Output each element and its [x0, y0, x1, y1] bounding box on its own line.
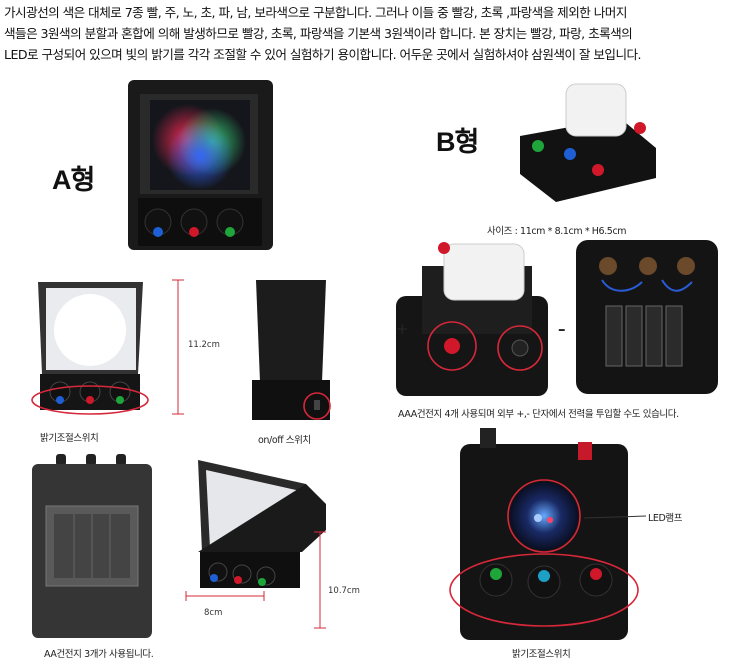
photo-b-terminals: [396, 242, 548, 396]
aa-note: AA건전지 3개가 사용됩니다.: [44, 649, 154, 660]
photo-a-battery-compartment: [32, 454, 152, 638]
brightness-label-a: 밝기조절스위치: [40, 433, 99, 444]
height2-dimension-line: [314, 531, 326, 629]
photo-a-perspective: [198, 460, 326, 588]
led-label: LED램프: [648, 513, 683, 524]
intro-line-2: 색들은 3원색의 분할과 혼합에 의해 발생하므로 빨강, 초록, 파랑색을 기…: [4, 26, 633, 41]
height-dimension-line: [172, 279, 184, 415]
intro-text: 가시광선의 색은 대체로 7종 빨, 주, 노, 초, 파, 남, 보라색으로 …: [4, 2, 740, 65]
intro-line-3: LED로 구성되어 있으며 빛의 밝기를 각각 조절할 수 있어 실험하기 용이…: [4, 47, 642, 62]
size-label: 사이즈 : 11cm * 8.1cm * H6.5cm: [487, 226, 627, 237]
brightness-label-b: 밝기조절스위치: [512, 649, 571, 660]
photo-b-top-led: [449, 428, 639, 640]
led-pointer-line: [583, 515, 647, 519]
width-dimension-line: [185, 591, 265, 601]
height-a-label: 11.2cm: [188, 340, 220, 350]
photo-b-device: [520, 83, 656, 202]
width-a-label: 8cm: [204, 608, 223, 618]
intro-line-1: 가시광선의 색은 대체로 7종 빨, 주, 노, 초, 파, 남, 보라색으로 …: [4, 5, 627, 20]
switch-label: on/off 스위치: [258, 435, 311, 446]
plus-sign: +: [396, 320, 409, 338]
photo-a-brightness-knobs: [31, 282, 149, 415]
type-b-label: B형: [436, 127, 479, 157]
height-a2-label: 10.7cm: [328, 586, 360, 596]
type-a-label: A형: [52, 165, 95, 195]
photo-a-device-front: [128, 80, 273, 250]
photo-a-back-switch: [252, 280, 331, 420]
minus-sign: –: [558, 320, 566, 338]
aaa-note: AAA건전지 4개 사용되며 외부 +,- 단자에서 전력을 투입할 수도 있습…: [398, 409, 679, 420]
photo-b-inside: [576, 240, 718, 394]
